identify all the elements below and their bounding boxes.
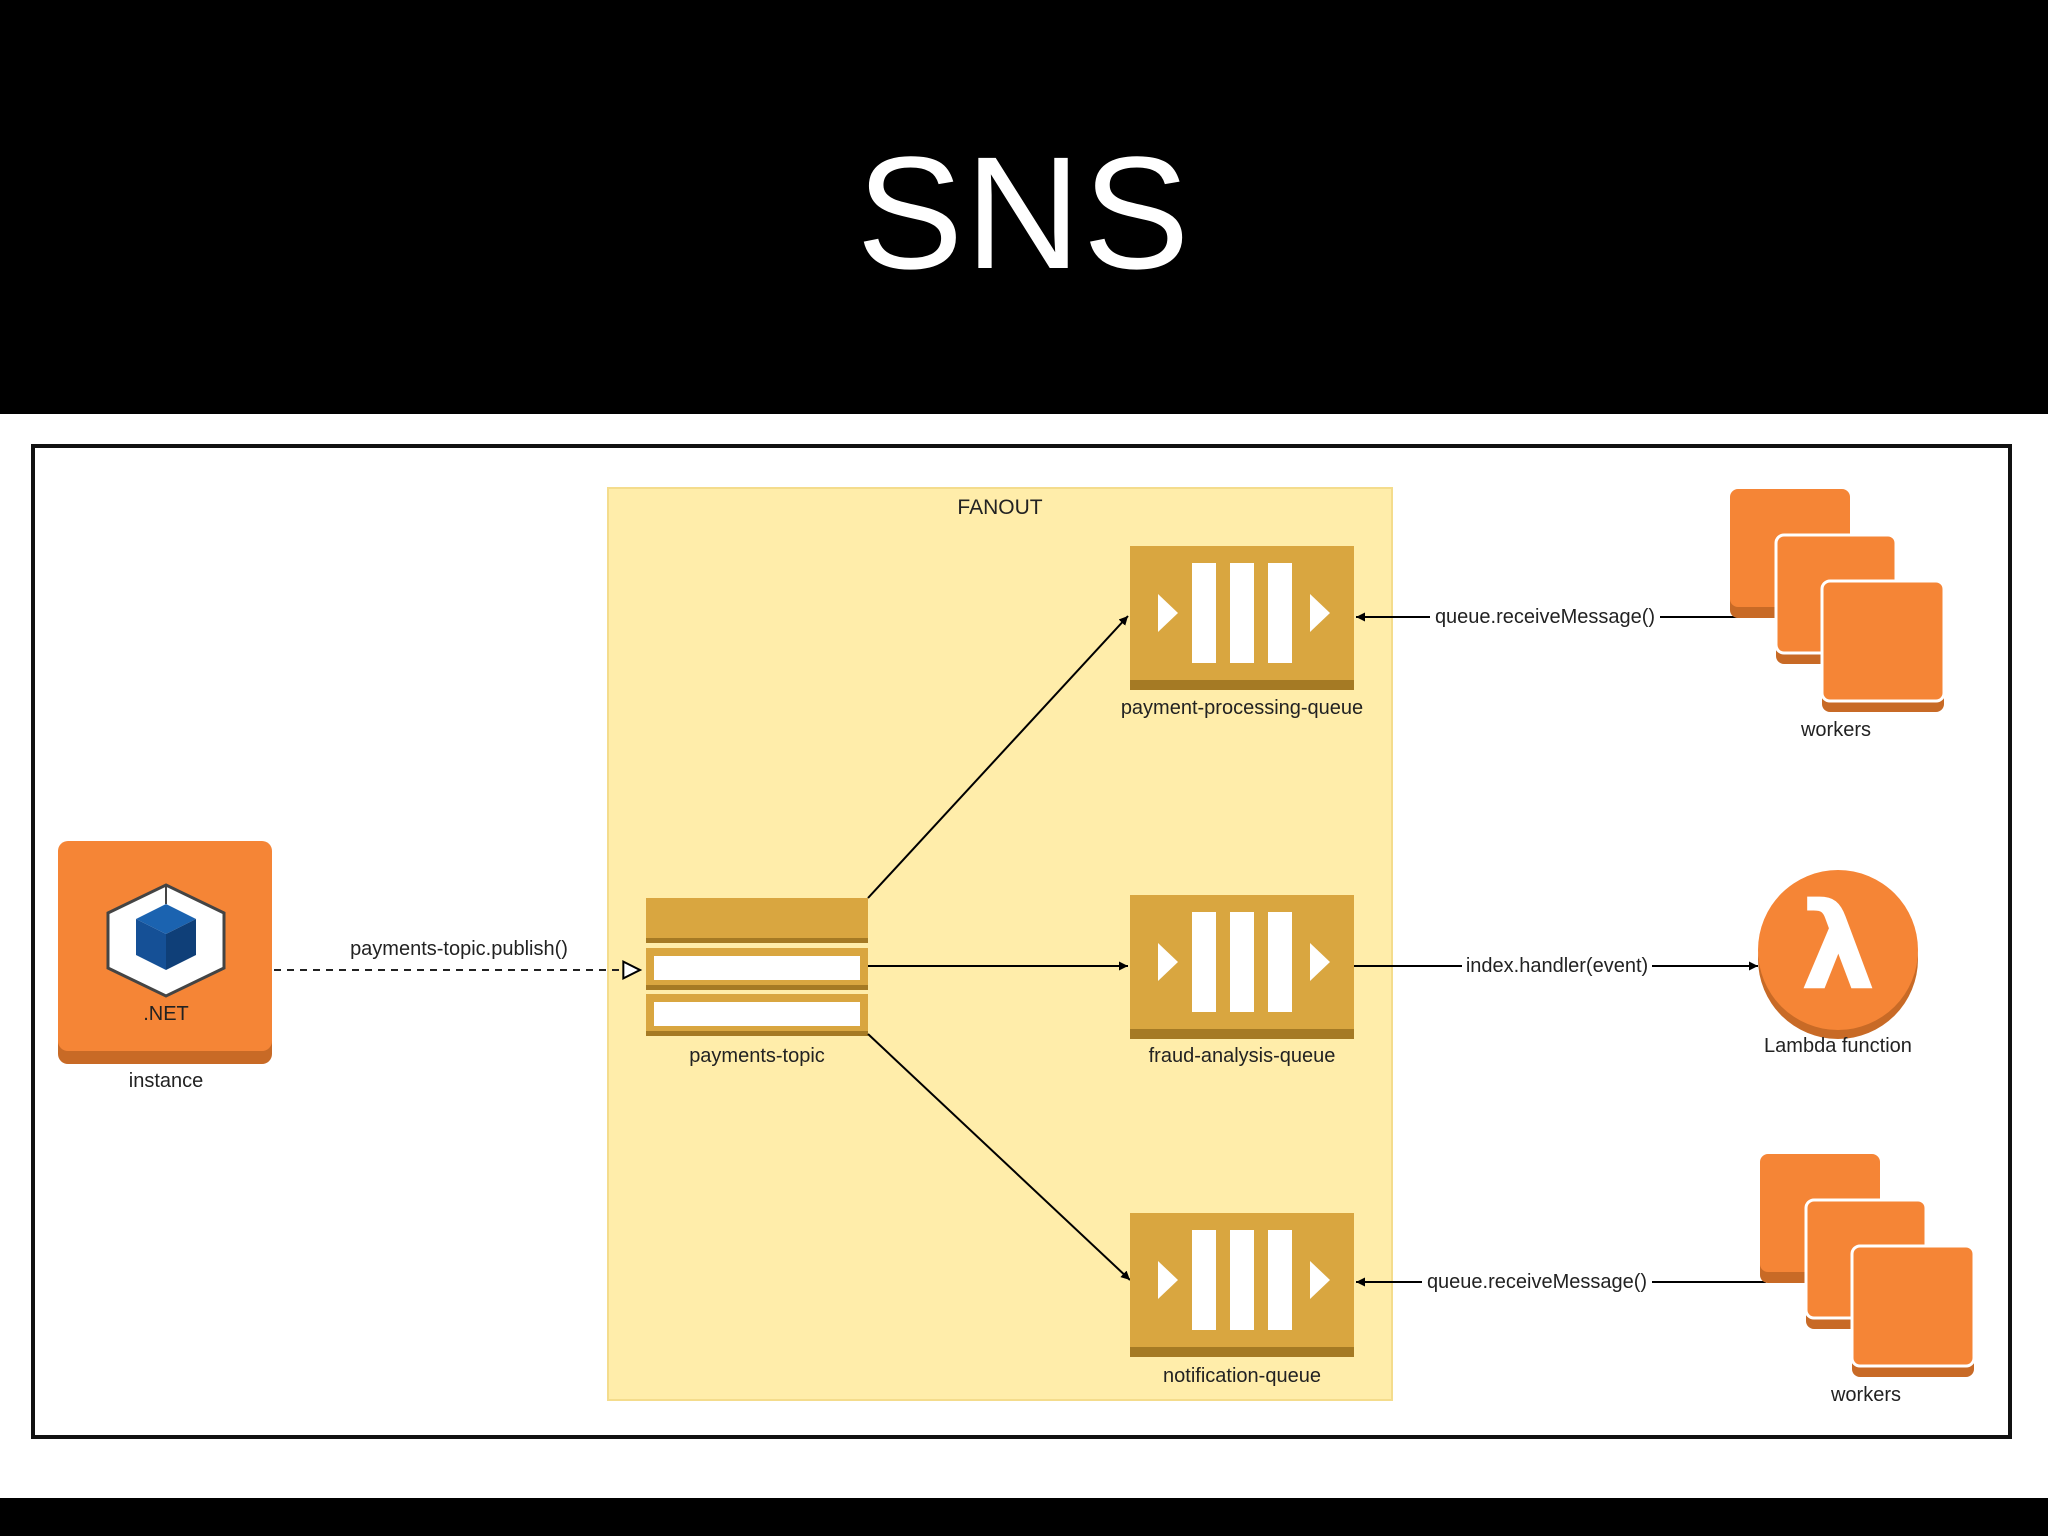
bottom-bar xyxy=(0,1498,2048,1536)
diagram-border xyxy=(31,444,2012,1439)
sqs-queue-icon xyxy=(1130,1213,1354,1357)
ec2-instances-icon xyxy=(1760,1154,1976,1377)
lambda-icon: λ xyxy=(1758,870,1918,1039)
sqs-queue-icon xyxy=(1130,546,1354,690)
fanout-edges xyxy=(867,615,1131,1281)
sns-topic-node[interactable]: payments-topic xyxy=(646,898,868,1067)
instance-badge: .NET xyxy=(143,1003,189,1025)
lambda-label: Lambda function xyxy=(1764,1035,1912,1057)
sns-topic-icon xyxy=(646,898,868,1036)
workers-label: workers xyxy=(1800,719,1871,741)
workers-node-bottom[interactable]: workers xyxy=(1760,1154,1976,1406)
sqs-queue-icon xyxy=(1130,895,1354,1039)
queue-node-notification[interactable]: notification-queue xyxy=(1130,1213,1354,1387)
queue-label: payment-processing-queue xyxy=(1121,697,1363,719)
slide-title: SNS xyxy=(856,123,1192,302)
queue-node-fraud-analysis[interactable]: fraud-analysis-queue xyxy=(1130,895,1354,1067)
publish-edge-label: payments-topic.publish() xyxy=(350,938,568,960)
lambda-node[interactable]: λ Lambda function xyxy=(1758,870,1918,1057)
svg-text:λ: λ xyxy=(1800,878,1876,1017)
ec2-instances-icon xyxy=(1730,489,1946,712)
edge-topic-to-payment-processing xyxy=(867,615,1129,899)
edge-topic-to-notification xyxy=(867,1033,1131,1281)
queue-label: fraud-analysis-queue xyxy=(1149,1045,1336,1067)
queue-label: notification-queue xyxy=(1163,1365,1321,1387)
consumer-edges: queue.receiveMessage() index.handler(eve… xyxy=(1354,601,1766,1296)
edge-label-handler: index.handler(event) xyxy=(1466,955,1648,977)
fanout-label: FANOUT xyxy=(957,496,1042,519)
edge-label-receive-top: queue.receiveMessage() xyxy=(1435,606,1655,628)
edge-label-receive-bottom: queue.receiveMessage() xyxy=(1427,1271,1647,1293)
topic-label: payments-topic xyxy=(689,1045,825,1067)
instance-label: instance xyxy=(129,1070,204,1092)
title-bar: SNS xyxy=(0,0,2048,414)
workers-label: workers xyxy=(1830,1384,1901,1406)
workers-node-top[interactable]: workers xyxy=(1730,489,1946,741)
queue-node-payment-processing[interactable]: payment-processing-queue xyxy=(1121,546,1363,719)
dotnet-cube-icon xyxy=(106,883,226,998)
publish-edge: payments-topic.publish() xyxy=(274,938,643,980)
dotnet-instance-node[interactable]: .NET instance xyxy=(58,841,272,1092)
